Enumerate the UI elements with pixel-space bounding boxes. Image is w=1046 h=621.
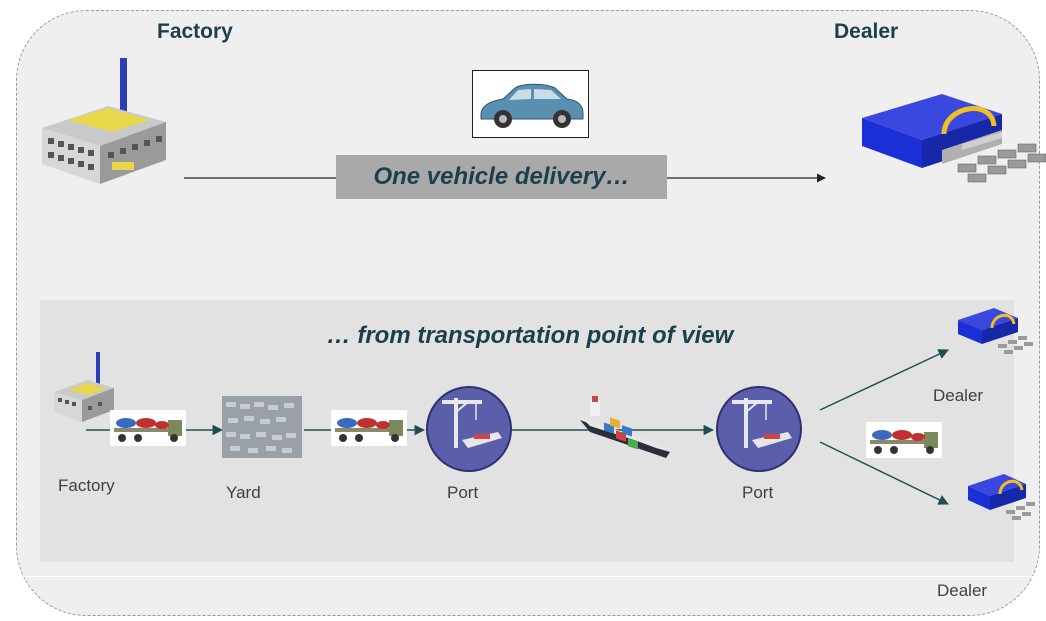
container-ship-icon (578, 392, 674, 467)
dealer-label: Dealer (937, 581, 988, 600)
transport-subtitle: … from transportation point of view (326, 322, 734, 349)
car-carrier-truck-icon (110, 410, 186, 451)
port-label: Port (742, 483, 774, 502)
banner-text: One vehicle delivery… (373, 163, 630, 190)
dealership-icon (964, 466, 1044, 531)
factory-icon (52, 352, 116, 429)
dealer-heading: Dealer (834, 20, 899, 43)
dealership-icon (952, 300, 1038, 365)
arrow-port-to-dealer-1 (819, 349, 949, 411)
transport-view-panel (40, 300, 1014, 562)
factory-heading: Factory (157, 20, 233, 43)
arrow-port-to-dealer-2 (819, 441, 949, 505)
car-icon (472, 70, 589, 138)
port-crane-icon (716, 386, 802, 472)
factory-label: Factory (58, 476, 115, 495)
yard-label: Yard (226, 483, 261, 502)
divider (17, 576, 1039, 577)
port-label: Port (447, 483, 479, 502)
factory-icon (38, 56, 168, 193)
car-carrier-truck-icon (866, 422, 942, 463)
car-carrier-truck-icon (331, 410, 407, 451)
one-vehicle-banner: One vehicle delivery… (336, 155, 667, 199)
car-yard-icon (222, 396, 302, 463)
port-crane-icon (426, 386, 512, 472)
dealership-icon (852, 84, 1046, 199)
dealer-label: Dealer (933, 386, 984, 405)
